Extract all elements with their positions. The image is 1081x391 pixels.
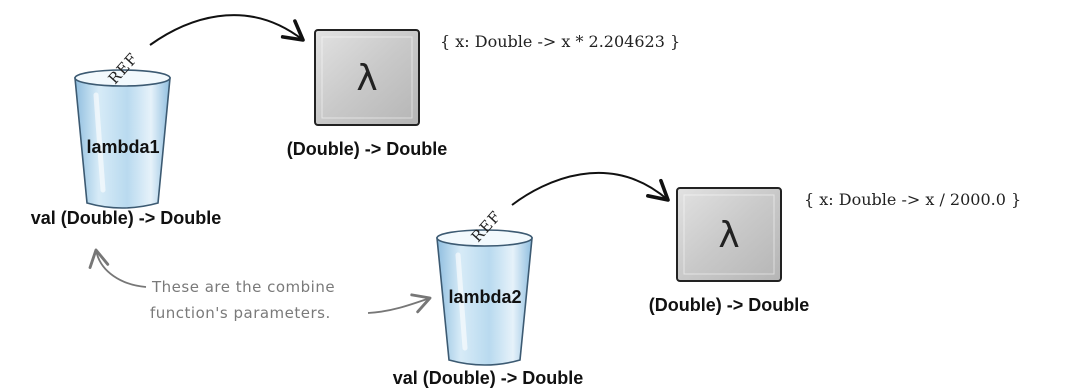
annotation-line-1: These are the combine bbox=[151, 278, 335, 296]
parameters-annotation: These are the combine function's paramet… bbox=[96, 250, 430, 322]
variable-type-label: val (Double) -> Double bbox=[393, 368, 584, 388]
lambda-symbol: λ bbox=[718, 215, 739, 256]
lambda-code: { x: Double -> x / 2000.0 } bbox=[804, 190, 1021, 209]
annotation-arrow bbox=[96, 250, 146, 287]
annotation-line-2: function's parameters. bbox=[150, 304, 331, 322]
variable-type-label: val (Double) -> Double bbox=[31, 208, 222, 228]
annotation-arrow bbox=[368, 298, 430, 313]
object-type-label: (Double) -> Double bbox=[649, 295, 810, 315]
lambda2-object: λ (Double) -> Double { x: Double -> x / … bbox=[649, 188, 1021, 315]
reference-arrow bbox=[150, 15, 303, 45]
variable-name-label: lambda2 bbox=[448, 287, 521, 307]
lambda-code: { x: Double -> x * 2.204623 } bbox=[440, 32, 680, 51]
object-type-label: (Double) -> Double bbox=[287, 139, 448, 159]
variable-name-label: lambda1 bbox=[86, 137, 159, 157]
reference-arrow bbox=[512, 173, 668, 205]
lambda-symbol: λ bbox=[356, 58, 377, 99]
lambda2-variable: lambda2 val (Double) -> Double bbox=[393, 230, 584, 388]
lambda1-variable: lambda1 val (Double) -> Double bbox=[31, 70, 222, 228]
lambda1-object: λ (Double) -> Double { x: Double -> x * … bbox=[287, 30, 680, 159]
